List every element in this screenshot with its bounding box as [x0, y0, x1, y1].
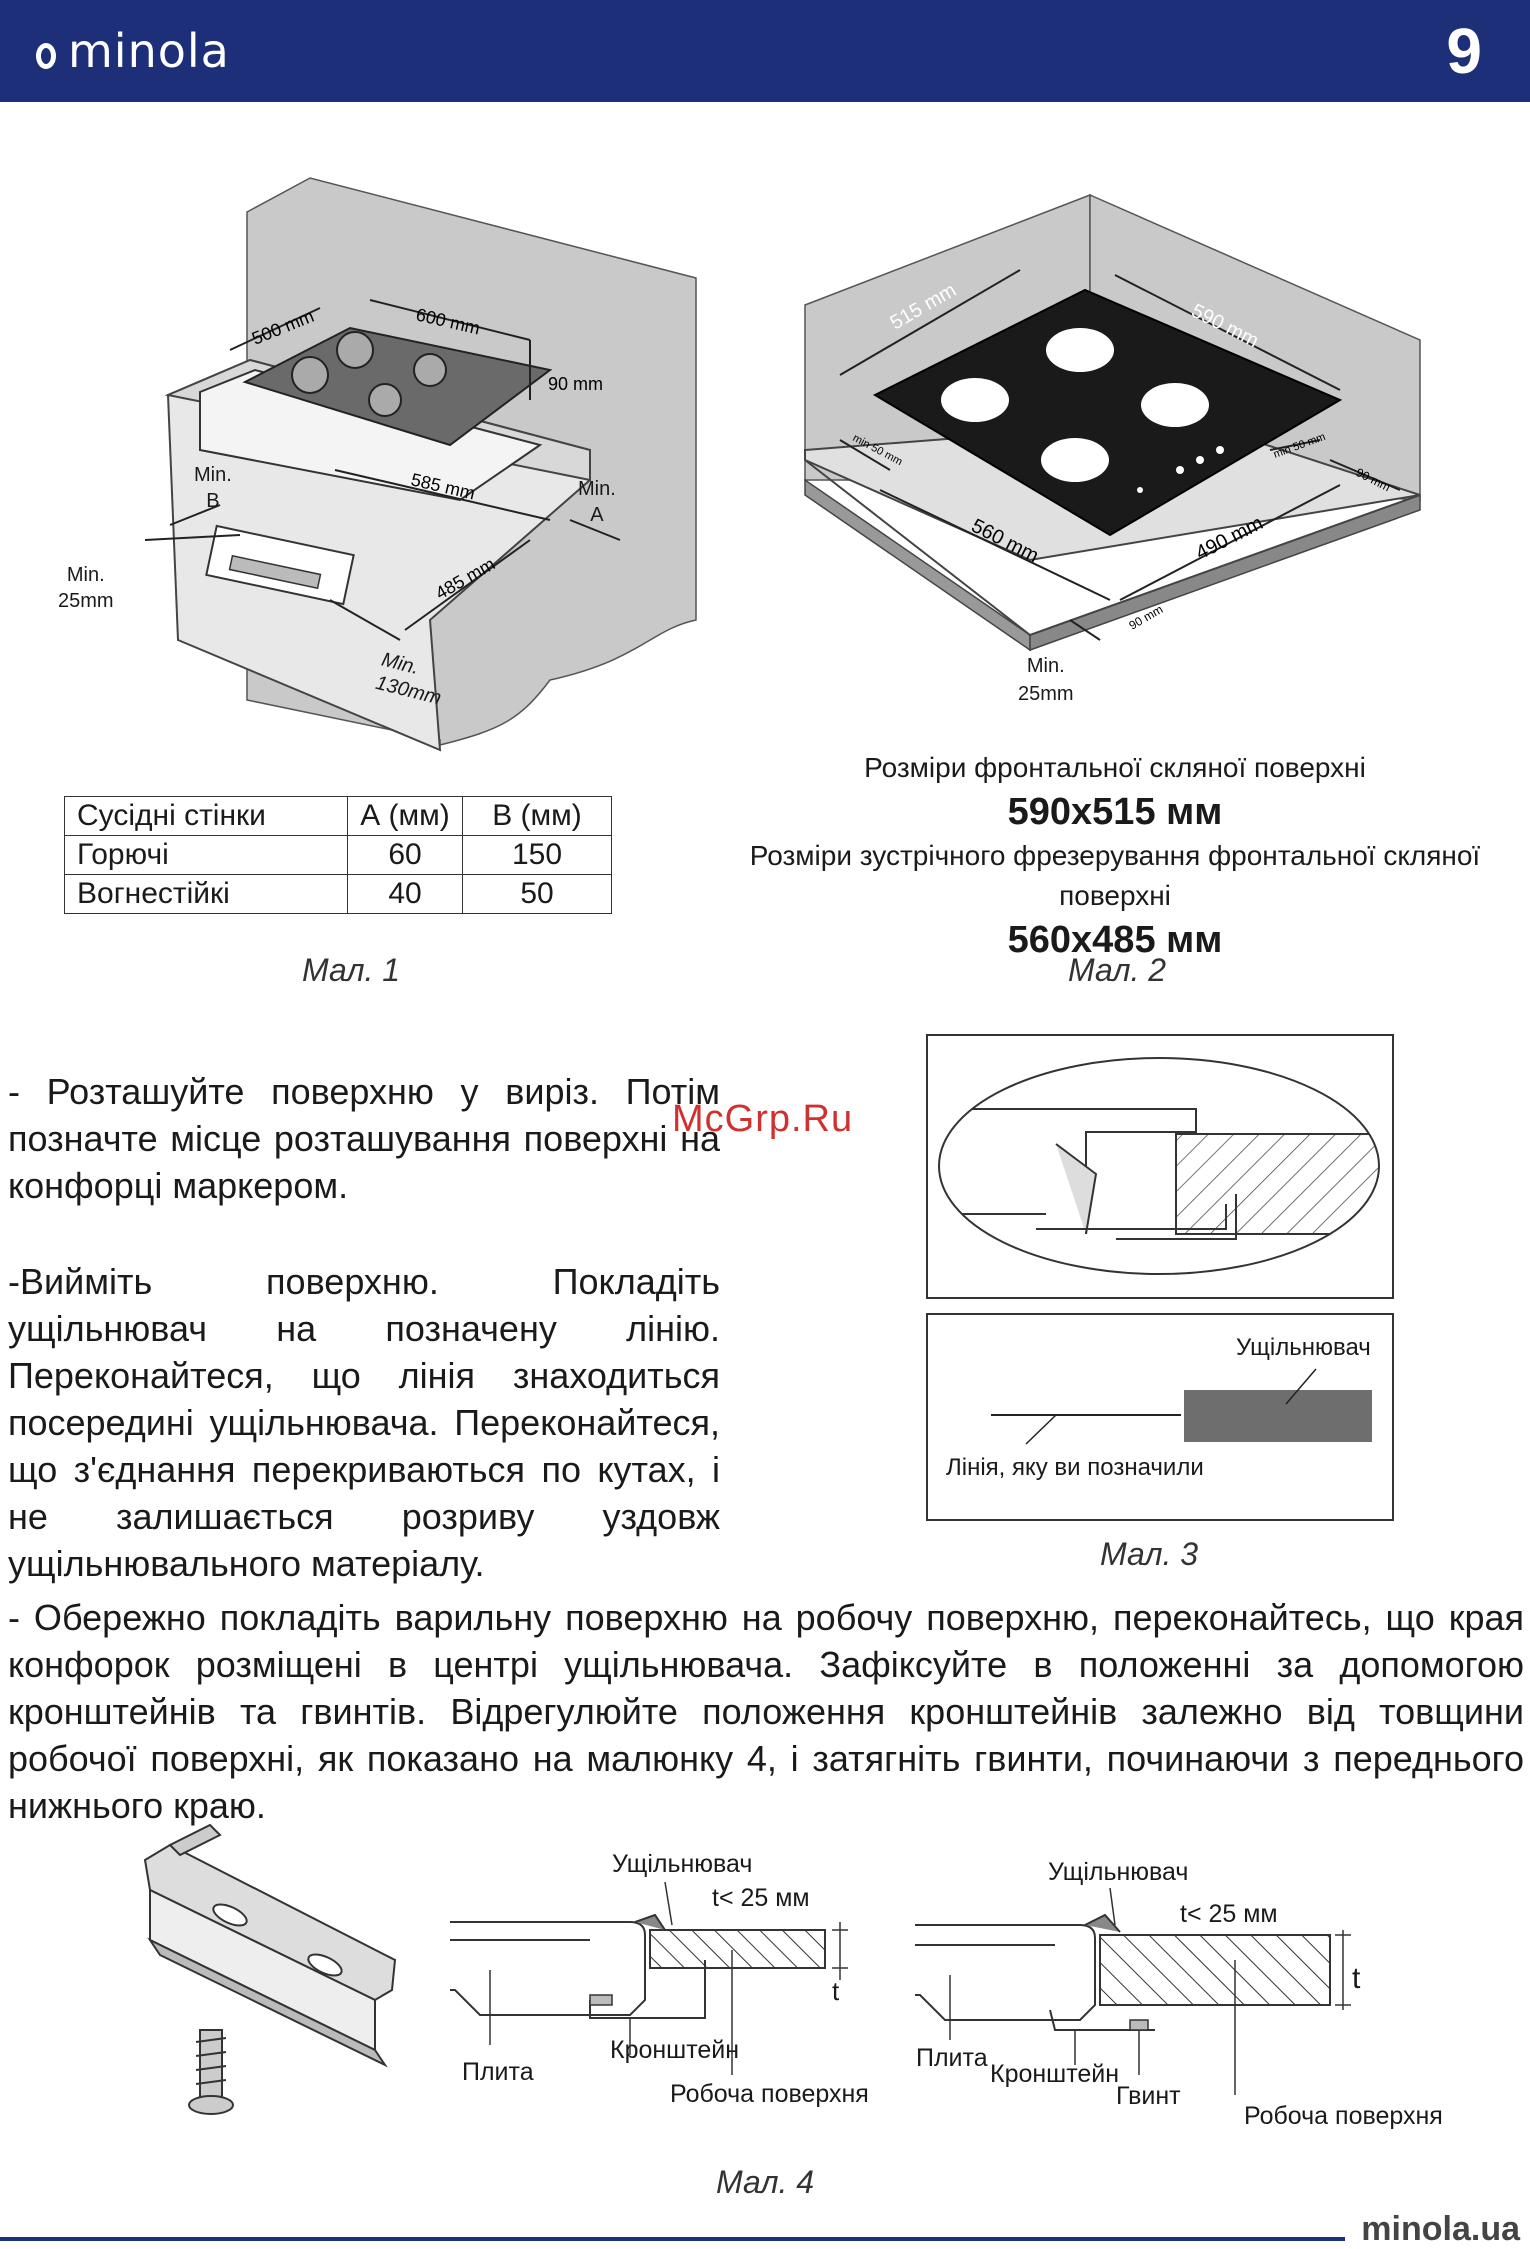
- watermark: McGrp.Ru: [672, 1098, 854, 1140]
- instruction-paragraph-3: - Обережно покладіть варильну поверхню н…: [8, 1597, 1524, 1826]
- table-header-cell: В (мм): [462, 796, 612, 836]
- fig2-dimensions-block: Розміри фронтальної скляної поверхні 590…: [700, 748, 1530, 964]
- table-cell: Горючі: [64, 835, 348, 875]
- fig4-right-worktop-label: Робоча поверхня: [1244, 2102, 1443, 2130]
- fig4-right-hob-label: Плита: [916, 2044, 988, 2072]
- instruction-paragraph-1: - Розташуйте поверхню у виріз. Потім поз…: [8, 1071, 720, 1206]
- table-cell: 60: [347, 835, 463, 875]
- table-header-cell: А (мм): [347, 796, 463, 836]
- table-cell: 40: [347, 874, 463, 914]
- footer-rule: [0, 2237, 1345, 2241]
- front-glass-size: 590x515 мм: [1007, 791, 1223, 833]
- page-number: 9: [1446, 15, 1482, 87]
- fig4-right-section-diagram: [915, 1887, 1351, 2095]
- fig1-min-a: Min. A: [578, 478, 616, 526]
- fig3-caption: Мал. 3: [1100, 1536, 1199, 1572]
- brand-name: minola: [68, 24, 230, 78]
- fig4-right-bracket-label: Кронштейн: [990, 2060, 1120, 2088]
- page-header: [0, 0, 1530, 102]
- table-cell: 150: [462, 835, 612, 875]
- fig4-right-screw-label: Гвинт: [1116, 2082, 1181, 2110]
- table-row: Вогнестійкі 40 50: [64, 874, 612, 914]
- front-glass-label: Розміри фронтальної скляної поверхні: [864, 752, 1366, 783]
- fig4-left-thickness-label: t< 25 мм: [712, 1884, 810, 1912]
- fig4-right-sealant-label: Ущільнювач: [1048, 1858, 1189, 1886]
- footer-website-link[interactable]: minola.ua: [1361, 2210, 1520, 2248]
- fig1-min-25: Min. 25mm: [58, 564, 114, 612]
- table-cell: Вогнестійкі: [64, 874, 348, 914]
- fig1-installation-diagram: 500 mm 600 mm 90 mm 585 mm 485 mm: [144, 177, 697, 752]
- fig4-caption: Мал. 4: [716, 2164, 815, 2200]
- fig1-min-b: Min. B: [194, 464, 232, 512]
- instruction-paragraph-2: -Вийміть поверхню. Покладіть ущільнювач …: [8, 1261, 720, 1584]
- table-header-cell: Сусідні стінки: [64, 796, 348, 836]
- logo-drop-icon: [36, 43, 56, 69]
- fig4-left-worktop-label: Робоча поверхня: [670, 2080, 869, 2108]
- fig4-left-sealant-label: Ущільнювач: [612, 1850, 753, 1878]
- brand-logo: minola: [36, 24, 230, 78]
- fig2-glass-dimensions-diagram: 515 mm 590 mm 560 mm 490 mm 90 mm 90 mm …: [804, 193, 1421, 652]
- fig1-caption: Мал. 1: [302, 952, 401, 988]
- cutout-label: Розміри зустрічного фрезерування фронтал…: [749, 840, 1481, 911]
- table-row: Горючі 60 150: [64, 835, 612, 875]
- fig4-left-hob-label: Плита: [462, 2058, 534, 2086]
- fig4-left-bracket-label: Кронштейн: [610, 2036, 740, 2064]
- fig4-right-t-label: t: [1352, 1962, 1361, 1995]
- fig4-bracket-screw-icon: [143, 1823, 397, 2115]
- fig2-caption: Мал. 2: [1068, 952, 1167, 988]
- fig3-sealant-label: Ущільнювач: [1236, 1334, 1371, 1361]
- dim-90: 90 mm: [548, 374, 603, 394]
- cutout-size: 560x485 мм: [1007, 919, 1223, 961]
- table-header-row: Сусідні стінки А (мм) В (мм): [64, 796, 612, 836]
- fig4-left-t-label: t: [832, 1976, 840, 2006]
- adjacent-walls-table: Сусідні стінки А (мм) В (мм) Горючі 60 1…: [64, 796, 612, 914]
- fig3-line-label: Лінія, яку ви позначили: [946, 1454, 1204, 1481]
- fig4-right-thickness-label: t< 25 мм: [1180, 1900, 1278, 1928]
- fig3-sealant-diagram: [926, 1034, 1394, 1521]
- table-cell: 50: [462, 874, 612, 914]
- fig2-min-25: Min. 25mm: [1018, 655, 1074, 705]
- fig4-left-section-diagram: [450, 1881, 848, 2075]
